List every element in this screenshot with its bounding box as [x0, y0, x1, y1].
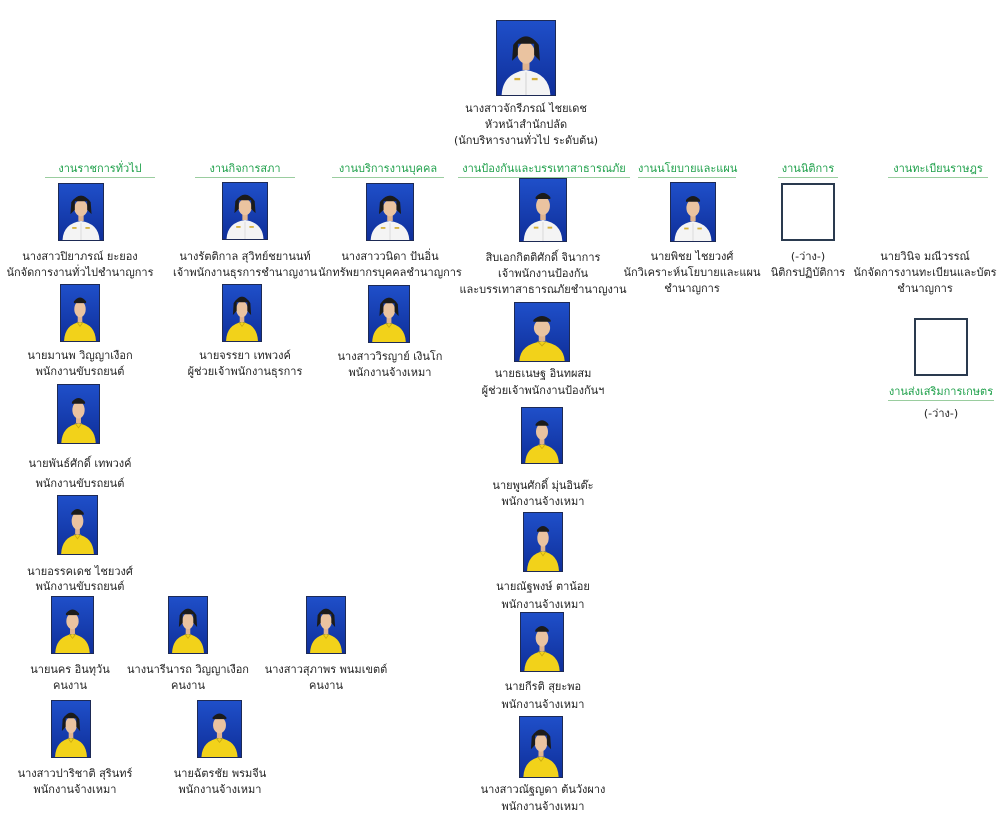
- person-position: ผู้ช่วยเจ้าพนักงานป้องกันฯ: [481, 384, 605, 397]
- person-name: นายพิชย ไชยวงศ์: [650, 250, 734, 263]
- person-position: เจ้าพนักงานป้องกัน: [497, 267, 589, 280]
- photo-worker-3: [306, 596, 346, 654]
- person-position: คนงาน: [53, 679, 87, 692]
- photo-hr-contractor: [368, 285, 410, 343]
- person-position: คนงาน: [309, 679, 343, 692]
- photo-disaster-assistant: [514, 302, 570, 362]
- person-name: นางนารีนารถ วิญญาเงือก: [127, 663, 249, 676]
- person-position: พนักงานจ้างเหมา: [348, 366, 432, 379]
- chief-title: หัวหน้าสำนักปลัด: [484, 118, 568, 131]
- person-position: นักจัดการงานทั่วไปชำนาญการ: [6, 266, 154, 279]
- person-position-cont: และบรรเทาสาธารณภัยชำนาญงาน: [459, 283, 627, 296]
- photo-disaster-contractor-2: [523, 512, 563, 572]
- unit-header-council-affairs: งานกิจการสภา: [195, 162, 295, 178]
- person-name: นายพูนศักดิ์ มุ่นอินต๊ะ: [492, 479, 594, 492]
- person-position: เจ้าพนักงานธุรการชำนาญงาน: [172, 266, 318, 279]
- person-name: นางสาวปาริชาติ สุรินทร์: [17, 767, 133, 780]
- unit-header-legal: งานนิติการ: [778, 162, 838, 178]
- photo-contractor-1: [51, 700, 91, 758]
- person-position: พนักงานขับรถยนต์: [35, 580, 125, 593]
- photo-driver-1: [60, 284, 100, 342]
- person-position: พนักงานจ้างเหมา: [178, 783, 262, 796]
- person-position: พนักงานจ้างเหมา: [501, 698, 585, 711]
- person-name: นายณัฐพงษ์ ตาน้อย: [496, 580, 590, 593]
- unit-header-general-affairs: งานราชการทั่วไป: [45, 162, 155, 178]
- person-name: นางสาวณัฐญดา ต้นวังผาง: [480, 783, 606, 796]
- person-position-cont: ชำนาญการ: [664, 282, 720, 295]
- photo-driver-3: [57, 495, 98, 555]
- person-position: พนักงานจ้างเหมา: [501, 598, 585, 611]
- photo-disaster-contractor-1: [521, 407, 563, 464]
- person-name: นายมานพ วิญญาเงือก: [27, 349, 133, 362]
- unit-header-policy-planning: งานนโยบายและแผน: [638, 162, 737, 178]
- photo-council-assistant: [222, 284, 262, 342]
- person-name: สิบเอกกิตติศักดิ์ จินาการ: [485, 251, 601, 264]
- unit-header-agriculture: งานส่งเสริมการเกษตร: [888, 385, 994, 401]
- photo-policy-analyst: [670, 182, 716, 242]
- vacant-photo-agriculture: [914, 318, 968, 376]
- vacant-photo-legal: [781, 183, 835, 241]
- person-name: นางรัตติกาล สุวิทย์ชยานนท์: [179, 250, 311, 263]
- unit-header-civil-registration: งานทะเบียนราษฎร: [888, 162, 988, 178]
- photo-disaster-officer: [519, 178, 567, 242]
- chief-name: นางสาวจักรีภรณ์ ไชยเดช: [465, 102, 587, 115]
- person-position: พนักงานจ้างเหมา: [501, 495, 585, 508]
- photo-disaster-contractor-4: [519, 716, 563, 778]
- person-name: นายอรรคเดช ไชยวงศ์: [27, 565, 133, 578]
- photo-chief: [496, 20, 556, 96]
- person-position: คนงาน: [171, 679, 205, 692]
- photo-hr-officer: [366, 183, 414, 241]
- photo-contractor-2: [197, 700, 242, 758]
- person-position: พนักงานขับรถยนต์: [35, 477, 125, 490]
- person-position: พนักงานจ้างเหมา: [501, 800, 585, 813]
- chief-level: (นักบริหารงานทั่วไป ระดับต้น): [453, 134, 599, 147]
- photo-council-clerk: [222, 182, 268, 240]
- person-name: (-ว่าง-): [923, 407, 959, 420]
- photo-general-affairs-officer: [58, 183, 104, 241]
- person-position-cont: ชำนาญการ: [897, 282, 953, 295]
- person-position: ผู้ช่วยเจ้าพนักงานธุรการ: [187, 365, 303, 378]
- person-name: นายนคร อินทุวัน: [30, 663, 110, 676]
- person-name: นายฉัตรชัย พรมจีน: [173, 767, 267, 780]
- person-name: นางสาวสุภาพร พนมเขตต์: [264, 663, 388, 676]
- photo-worker-1: [51, 596, 94, 654]
- person-position: นิติกรปฏิบัติการ: [770, 266, 846, 279]
- person-name: นางสาววิรญาย์ เงินโก: [337, 350, 443, 363]
- person-position: พนักงานจ้างเหมา: [33, 783, 117, 796]
- unit-header-personnel: งานบริการงานบุคคล: [332, 162, 444, 178]
- person-name: นายกีรติ สุยะพอ: [504, 680, 582, 693]
- person-name: นายจรรยา เทพวงค์: [199, 349, 291, 362]
- photo-driver-2: [57, 384, 100, 444]
- person-position: พนักงานขับรถยนต์: [35, 365, 125, 378]
- photo-disaster-contractor-3: [520, 612, 564, 672]
- person-name: นางสาวปิยาภรณ์ ยะยอง: [22, 250, 138, 263]
- person-name: นางสาววนิดา ปันอิ่น: [341, 250, 439, 263]
- person-position: นักวิเคราะห์นโยบายและแผน: [623, 266, 761, 279]
- person-position: นักทรัพยากรบุคคลชำนาญการ: [318, 266, 462, 279]
- person-position: นักจัดการงานทะเบียนและบัตร: [853, 266, 997, 279]
- unit-header-disaster-prevention: งานป้องกันและบรรเทาสาธารณภัย: [458, 162, 630, 178]
- photo-worker-2: [168, 596, 208, 654]
- person-name: นายพันธ์ศักดิ์ เทพวงค์: [28, 457, 132, 470]
- person-name: นายธเนษฐ อินทผสม: [494, 367, 592, 380]
- person-name: นายวินิจ มณีวรรณ์: [880, 250, 970, 263]
- person-name: (-ว่าง-): [790, 250, 826, 263]
